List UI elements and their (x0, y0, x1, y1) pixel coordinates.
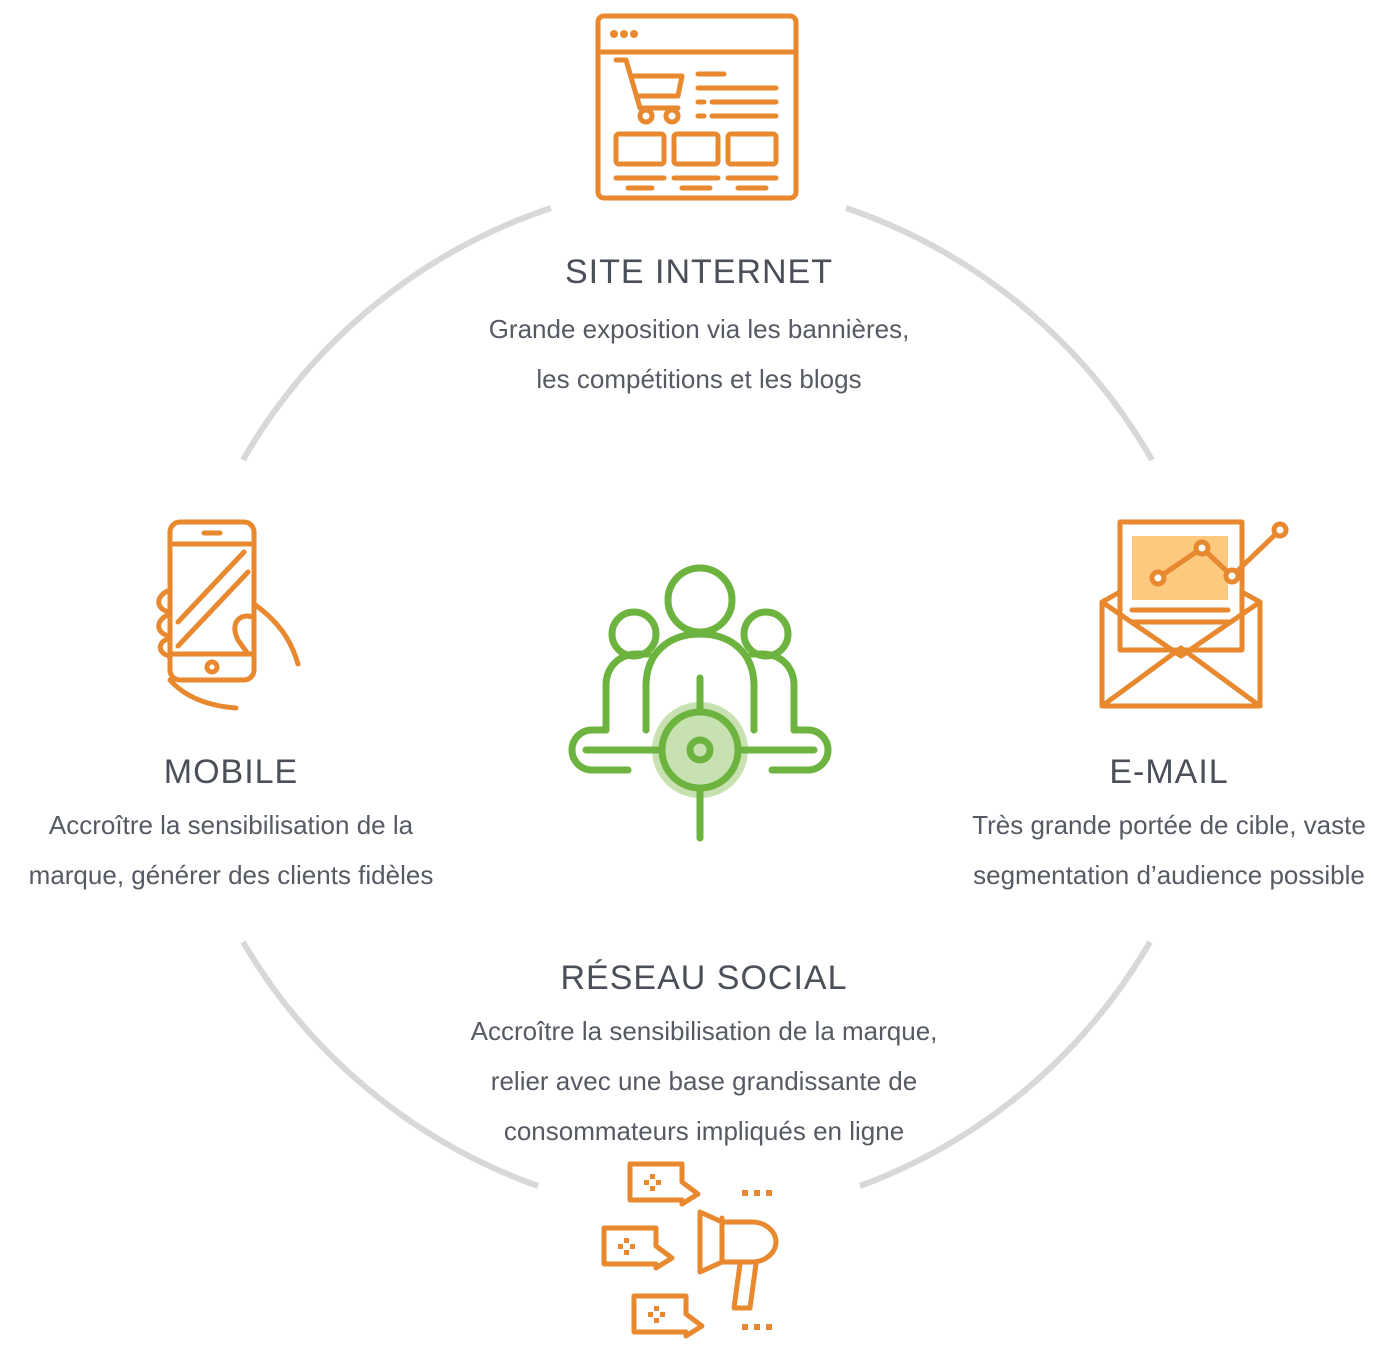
mobile-title: MOBILE (163, 753, 299, 791)
ring-arc-top-left (240, 205, 552, 462)
email-title: E-MAIL (1109, 753, 1229, 791)
reseau-social-desc-line-3: consommateurs impliqués en ligne (503, 1116, 905, 1146)
email-block: E-MAIL Très grande portée de cible, vast… (940, 752, 1398, 900)
site-internet-desc-line-1: Grande exposition via les bannières, (488, 314, 910, 344)
ring-arc-bottom-right (858, 940, 1153, 1189)
ring-arc-bottom-left (240, 940, 540, 1189)
site-internet-title: SITE INTERNET (564, 253, 834, 291)
reseau-social-desc-line-1: Accroître la sensibilisation de la marqu… (470, 1016, 938, 1046)
envelope-chart-icon (1099, 519, 1289, 709)
reseau-social-title: RÉSEAU SOCIAL (560, 959, 848, 997)
reseau-social-block: RÉSEAU SOCIAL Accroître la sensibilisati… (404, 958, 1004, 1156)
megaphone-chat-icon (601, 1161, 779, 1339)
email-desc-line-1: Très grande portée de cible, vaste (972, 810, 1366, 840)
mobile-desc-line-1: Accroître la sensibilisation de la (48, 810, 414, 840)
email-desc-line-2: segmentation d’audience possible (973, 860, 1365, 890)
ring-arc-top-right (845, 205, 1155, 462)
browser-cart-icon (595, 13, 799, 201)
target-audience-icon (568, 564, 832, 842)
site-internet-desc-line-2: les compétitions et les blogs (536, 364, 862, 394)
mobile-desc-line-2: marque, générer des clients fidèles (28, 860, 434, 890)
mobile-block: MOBILE Accroître la sensibilisation de l… (0, 752, 462, 900)
smartphone-hand-icon (156, 519, 301, 711)
site-internet-block: SITE INTERNET Grande exposition via les … (399, 252, 999, 404)
reseau-social-desc-line-2: relier avec une base grandissante de (490, 1066, 918, 1096)
